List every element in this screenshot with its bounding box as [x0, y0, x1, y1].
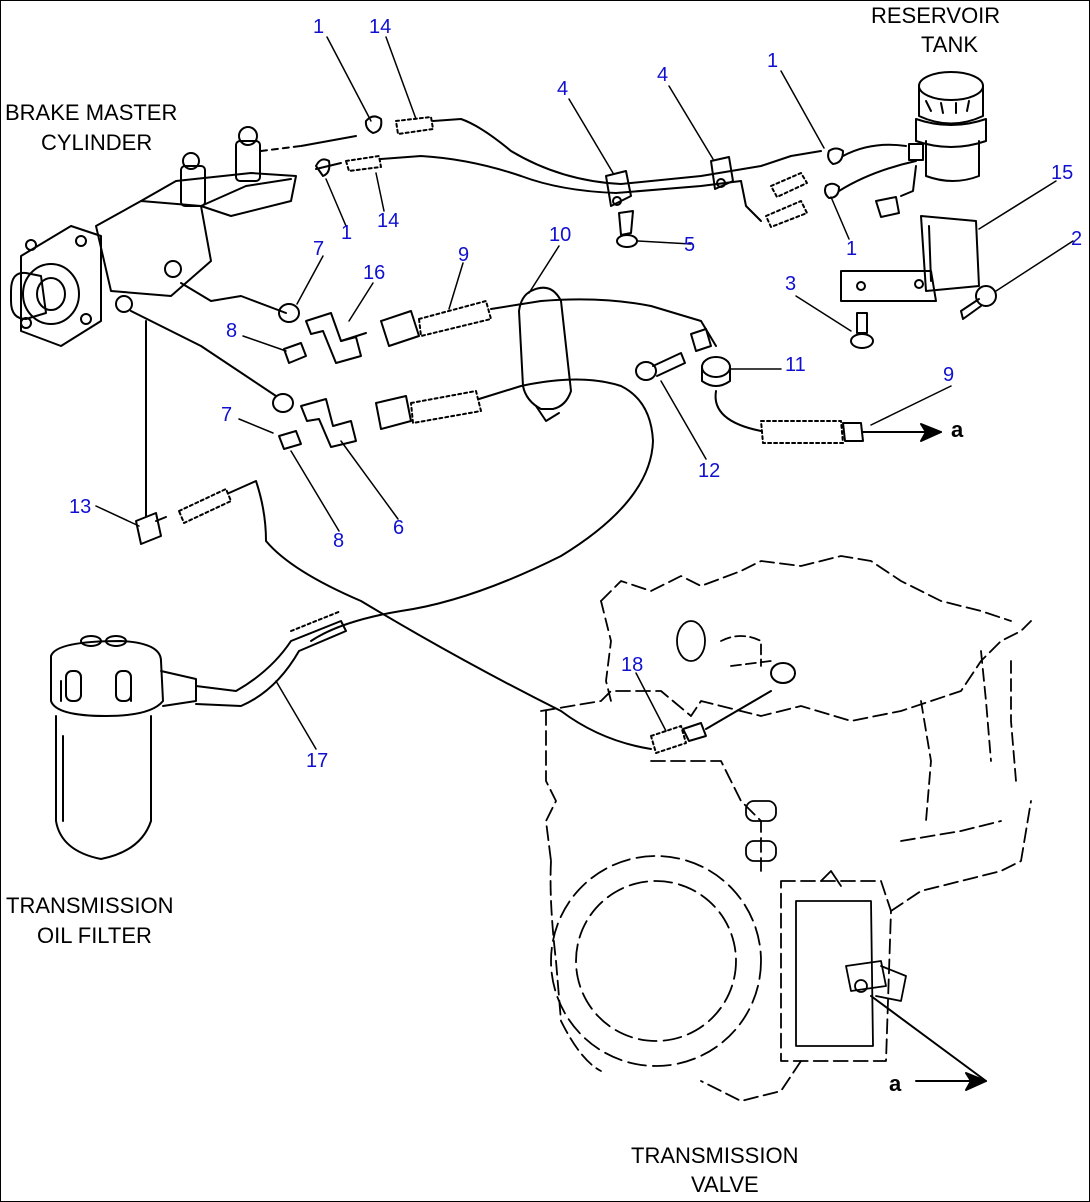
plugs-8 [278, 342, 307, 450]
callout-1-b: 1 [341, 222, 353, 244]
arrow-a-lower [870, 995, 987, 1091]
callout-9-b: 9 [943, 364, 955, 386]
brake-master-cylinder [10, 126, 302, 347]
bolt-5 [616, 210, 638, 248]
callout-11: 11 [785, 354, 806, 376]
callout-4-b: 4 [657, 64, 669, 86]
callout-1-d: 1 [846, 238, 858, 260]
trans-valve-label-line2: VALVE [691, 1172, 759, 1197]
elbow-16 [305, 312, 367, 364]
transmission-body [540, 555, 1032, 1102]
o-rings-7 [272, 303, 300, 413]
callout-1-c: 1 [767, 50, 779, 72]
callout-6: 6 [393, 517, 405, 539]
callout-7-b: 7 [221, 404, 233, 426]
callout-8-a: 8 [226, 320, 238, 342]
callout-10: 10 [549, 224, 572, 246]
reservoir-tank-label-line1: RESERVOIR [871, 3, 1001, 28]
callout-12: 12 [698, 460, 721, 482]
trans-filter-label-line1: TRANSMISSION [6, 893, 174, 918]
callout-1-a: 1 [313, 16, 325, 38]
callout-8-b: 8 [333, 530, 345, 552]
callout-7-a: 7 [313, 238, 325, 260]
sensor-18 [650, 662, 796, 754]
fitting-13 [135, 512, 167, 545]
hose-9-upper [380, 298, 717, 347]
callout-13: 13 [69, 496, 92, 518]
hose-9-lower [310, 378, 654, 642]
trans-filter-label-line2: OIL FILTER [37, 923, 152, 948]
brake-lines [130, 135, 357, 517]
hose-14-upper [315, 115, 822, 194]
brake-master-label-line1: BRAKE MASTER [5, 100, 178, 125]
reservoir-hoses [740, 143, 917, 228]
callout-4-a: 4 [557, 78, 569, 100]
elbow-6 [300, 398, 357, 448]
leader-lines [95, 36, 1074, 750]
bracket-15 [840, 215, 980, 302]
connection-marker-a-upper: a [951, 417, 964, 442]
callout-16: 16 [363, 262, 386, 284]
callout-9-a: 9 [458, 244, 470, 266]
callout-2: 2 [1071, 228, 1083, 250]
clamp-10 [518, 286, 572, 422]
connection-marker-a-lower: a [889, 1071, 902, 1096]
bolt-2 [960, 285, 997, 320]
callout-17: 17 [306, 750, 329, 772]
callout-15: 15 [1051, 162, 1074, 184]
callout-14-a: 14 [369, 16, 392, 38]
trans-valve-label-line1: TRANSMISSION [631, 1143, 799, 1168]
reservoir-tank [875, 71, 987, 218]
fitting-11 [690, 328, 942, 444]
brake-master-label-line2: CYLINDER [41, 130, 153, 155]
bolt-12 [635, 352, 686, 381]
bolt-3 [850, 312, 874, 349]
reservoir-tank-label-line2: TANK [921, 32, 979, 57]
callout-5: 5 [684, 234, 696, 256]
transmission-oil-filter [50, 610, 347, 860]
callout-18: 18 [621, 654, 644, 676]
callout-14-b: 14 [377, 210, 400, 232]
clamps-4 [605, 156, 734, 207]
callout-3: 3 [785, 273, 797, 295]
hose-to-18 [178, 480, 652, 750]
